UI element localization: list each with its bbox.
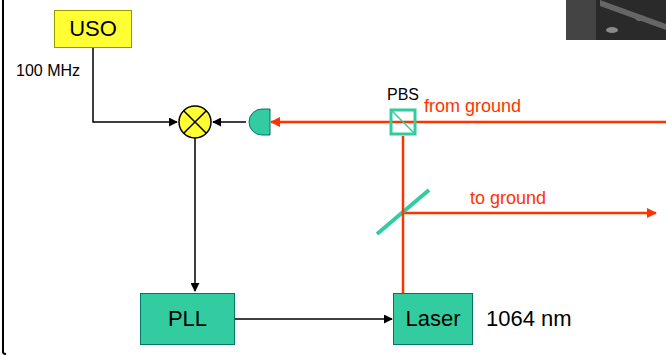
photo-fragment — [566, 0, 666, 40]
laser-beam — [403, 212, 656, 215]
wavelength-label: 1064 nm — [486, 306, 572, 331]
frame-line — [2, 0, 4, 352]
mixer-symbol — [179, 106, 211, 138]
beam-splitter: PBS — [379, 88, 427, 136]
beam-label: from ground — [424, 96, 521, 117]
node-text: Laser — [405, 306, 460, 331]
beam-label: to ground — [470, 188, 546, 209]
laser-box: Laser — [393, 293, 473, 345]
node-text: USO — [69, 16, 117, 41]
signal-wire — [93, 48, 177, 122]
frequency-label: 100 MHz — [16, 62, 80, 80]
oscillator-box: USO — [54, 10, 132, 48]
connector — [402, 136, 405, 293]
node-text: PLL — [168, 306, 207, 331]
laser-beam — [271, 121, 666, 124]
photodetector-symbol — [249, 109, 270, 135]
signal-wire — [213, 121, 246, 123]
pll-box: PLL — [140, 293, 235, 345]
node-text: PBS — [387, 86, 419, 104]
frame-corner — [3, 352, 6, 354]
signal-wire — [194, 138, 196, 291]
connector — [235, 318, 392, 320]
